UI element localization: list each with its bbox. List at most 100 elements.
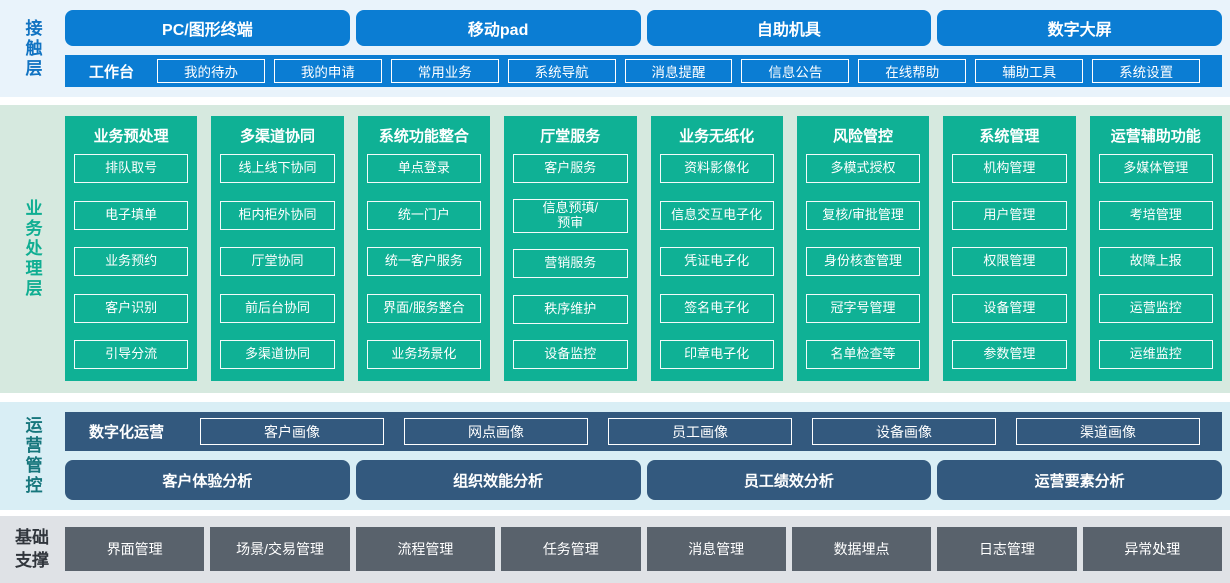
business-item: 运营监控 [1098, 293, 1213, 323]
foundation-item-process-mgmt: 流程管理 [355, 527, 496, 571]
workbench-item-info-notice: 信息公告 [741, 59, 850, 83]
business-item: 复核/审批管理 [805, 200, 921, 230]
business-item: 设备管理 [952, 293, 1067, 323]
business-column-multichannel: 多渠道协同 线上线下协同 柜内柜外协同 厅堂协同 前后台协同 多渠道协同 [211, 116, 344, 381]
business-item: 多渠道协同 [220, 340, 335, 369]
workbench-item-system-settings: 系统设置 [1092, 59, 1201, 83]
business-column-title: 系统功能整合 [378, 128, 469, 145]
business-layer-band: 业务处理层 业务预处理 排队取号 电子填单 业务预约 客户识别 引导分流 多渠道… [0, 105, 1230, 393]
business-column-risk: 风险管控 多模式授权 复核/审批管理 身份核查管理 冠字号管理 名单检查等 [796, 116, 930, 381]
business-item: 签名电子化 [659, 293, 774, 323]
business-item: 单点登录 [366, 154, 482, 183]
business-column-title: 运营辅助功能 [1110, 128, 1201, 145]
business-item: 参数管理 [952, 340, 1067, 369]
business-item: 客户服务 [513, 154, 628, 183]
business-item: 业务预约 [74, 247, 189, 276]
business-item: 引导分流 [74, 340, 189, 369]
foundation-item-ui-mgmt: 界面管理 [65, 527, 205, 571]
business-columns: 业务预处理 排队取号 电子填单 业务预约 客户识别 引导分流 多渠道协同 线上线… [65, 116, 1222, 381]
foundation-item-data-tracking: 数据埋点 [791, 527, 932, 571]
business-item: 考培管理 [1098, 200, 1213, 230]
business-item: 机构管理 [952, 154, 1067, 183]
foundation-item-scene-trade-mgmt: 场景/交易管理 [210, 527, 350, 571]
analysis-customer-experience: 客户体验分析 [65, 460, 350, 500]
business-item: 客户识别 [74, 293, 189, 323]
business-item: 界面/服务整合 [366, 293, 482, 323]
business-item: 身份核查管理 [805, 247, 921, 276]
foundation-layer-band: 基础 支撑 界面管理 场景/交易管理 流程管理 任务管理 消息管理 数据埋点 日… [0, 516, 1230, 583]
business-column-items: 排队取号 电子填单 业务预约 客户识别 引导分流 [74, 154, 189, 369]
foundation-item-log-mgmt: 日志管理 [937, 527, 1077, 571]
business-item: 营销服务 [513, 249, 628, 279]
contact-layer-band: 接触层 PC/图形终端 移动pad 自助机具 数字大屏 工作台 我的待办 我的申… [0, 0, 1230, 97]
business-column-title: 业务预处理 [93, 128, 169, 145]
portrait-device: 设备画像 [812, 418, 997, 445]
foundation-item-exception-handling: 异常处理 [1082, 527, 1222, 571]
business-column-system-mgmt: 系统管理 机构管理 用户管理 权限管理 设备管理 参数管理 [943, 116, 1076, 381]
foundation-layer-content: 界面管理 场景/交易管理 流程管理 任务管理 消息管理 数据埋点 日志管理 异常… [64, 516, 1230, 583]
business-column-integration: 系统功能整合 单点登录 统一门户 统一客户服务 界面/服务整合 业务场景化 [357, 116, 491, 381]
business-column-preprocess: 业务预处理 排队取号 电子填单 业务预约 客户识别 引导分流 [65, 116, 198, 381]
business-item: 排队取号 [74, 154, 189, 183]
business-column-title: 厅堂服务 [540, 128, 601, 145]
business-column-items: 多媒体管理 考培管理 故障上报 运营监控 运维监控 [1098, 154, 1213, 369]
digital-operations-bar: 数字化运营 客户画像 网点画像 员工画像 设备画像 渠道画像 [65, 412, 1222, 451]
business-item: 秩序维护 [513, 294, 628, 324]
analysis-ops-elements: 运营要素分析 [937, 460, 1222, 500]
analysis-employee-performance: 员工绩效分析 [646, 460, 932, 500]
business-column-lobby: 厅堂服务 客户服务 信息预填/ 预审 营销服务 秩序维护 设备监控 [504, 116, 637, 381]
business-item: 信息交互电子化 [659, 200, 774, 230]
business-item: 信息预填/ 预审 [513, 199, 628, 234]
business-item: 线上线下协同 [220, 154, 335, 183]
layer-label-foundation: 基础 支撑 [0, 516, 64, 583]
business-item: 设备监控 [513, 340, 628, 369]
business-item: 运维监控 [1098, 340, 1213, 369]
workbench-item-aux-tools: 辅助工具 [975, 59, 1084, 83]
layer-label-operations: 运营管控 [0, 402, 64, 510]
business-item: 名单检查等 [805, 340, 921, 369]
workbench-item-my-apply: 我的申请 [273, 59, 382, 83]
foundation-row: 界面管理 场景/交易管理 流程管理 任务管理 消息管理 数据埋点 日志管理 异常… [65, 527, 1222, 571]
portrait-customer: 客户画像 [200, 418, 385, 445]
business-item: 电子填单 [74, 200, 189, 230]
workbench-item-my-todo: 我的待办 [157, 59, 265, 83]
foundation-item-message-mgmt: 消息管理 [646, 527, 786, 571]
business-column-title: 风险管控 [833, 128, 894, 145]
terminal-row: PC/图形终端 移动pad 自助机具 数字大屏 [65, 10, 1222, 46]
business-column-items: 客户服务 信息预填/ 预审 营销服务 秩序维护 设备监控 [513, 154, 628, 369]
terminal-box-pc: PC/图形终端 [65, 10, 350, 46]
business-item: 冠字号管理 [805, 293, 921, 323]
layer-label-business-text: 业务处理层 [22, 199, 42, 299]
business-column-title: 系统管理 [979, 128, 1040, 145]
business-item: 多模式授权 [805, 154, 921, 183]
workbench-bar: 工作台 我的待办 我的申请 常用业务 系统导航 消息提醒 信息公告 在线帮助 辅… [65, 55, 1222, 87]
business-layer-content: 业务预处理 排队取号 电子填单 业务预约 客户识别 引导分流 多渠道协同 线上线… [64, 105, 1230, 393]
terminal-box-digital-screen: 数字大屏 [937, 10, 1222, 46]
portrait-branch: 网点画像 [404, 418, 589, 445]
business-column-title: 业务无纸化 [679, 128, 755, 145]
layer-label-operations-text: 运营管控 [22, 416, 42, 496]
business-item: 柜内柜外协同 [220, 200, 335, 230]
business-item: 业务场景化 [366, 340, 482, 369]
business-column-items: 线上线下协同 柜内柜外协同 厅堂协同 前后台协同 多渠道协同 [220, 154, 335, 369]
operations-layer-band: 运营管控 数字化运营 客户画像 网点画像 员工画像 设备画像 渠道画像 客户体验… [0, 402, 1230, 510]
business-item: 厅堂协同 [220, 247, 335, 276]
terminal-box-mobile-pad: 移动pad [355, 10, 641, 46]
business-column-ops-aux: 运营辅助功能 多媒体管理 考培管理 故障上报 运营监控 运维监控 [1089, 116, 1222, 381]
portrait-channel: 渠道画像 [1016, 418, 1201, 445]
business-column-items: 资料影像化 信息交互电子化 凭证电子化 签名电子化 印章电子化 [659, 154, 774, 369]
business-item: 权限管理 [952, 247, 1067, 276]
foundation-item-task-mgmt: 任务管理 [501, 527, 641, 571]
analysis-org-efficiency: 组织效能分析 [355, 460, 641, 500]
workbench-label: 工作台 [89, 63, 135, 81]
business-column-items: 机构管理 用户管理 权限管理 设备管理 参数管理 [952, 154, 1067, 369]
terminal-box-self-service: 自助机具 [646, 10, 932, 46]
business-item: 故障上报 [1098, 247, 1213, 276]
business-item: 印章电子化 [659, 340, 774, 369]
workbench-item-message-remind: 消息提醒 [624, 59, 733, 83]
business-column-title: 多渠道协同 [240, 128, 316, 145]
contact-layer-content: PC/图形终端 移动pad 自助机具 数字大屏 工作台 我的待办 我的申请 常用… [64, 0, 1230, 97]
business-item: 用户管理 [952, 200, 1067, 230]
business-column-items: 单点登录 统一门户 统一客户服务 界面/服务整合 业务场景化 [366, 154, 482, 369]
